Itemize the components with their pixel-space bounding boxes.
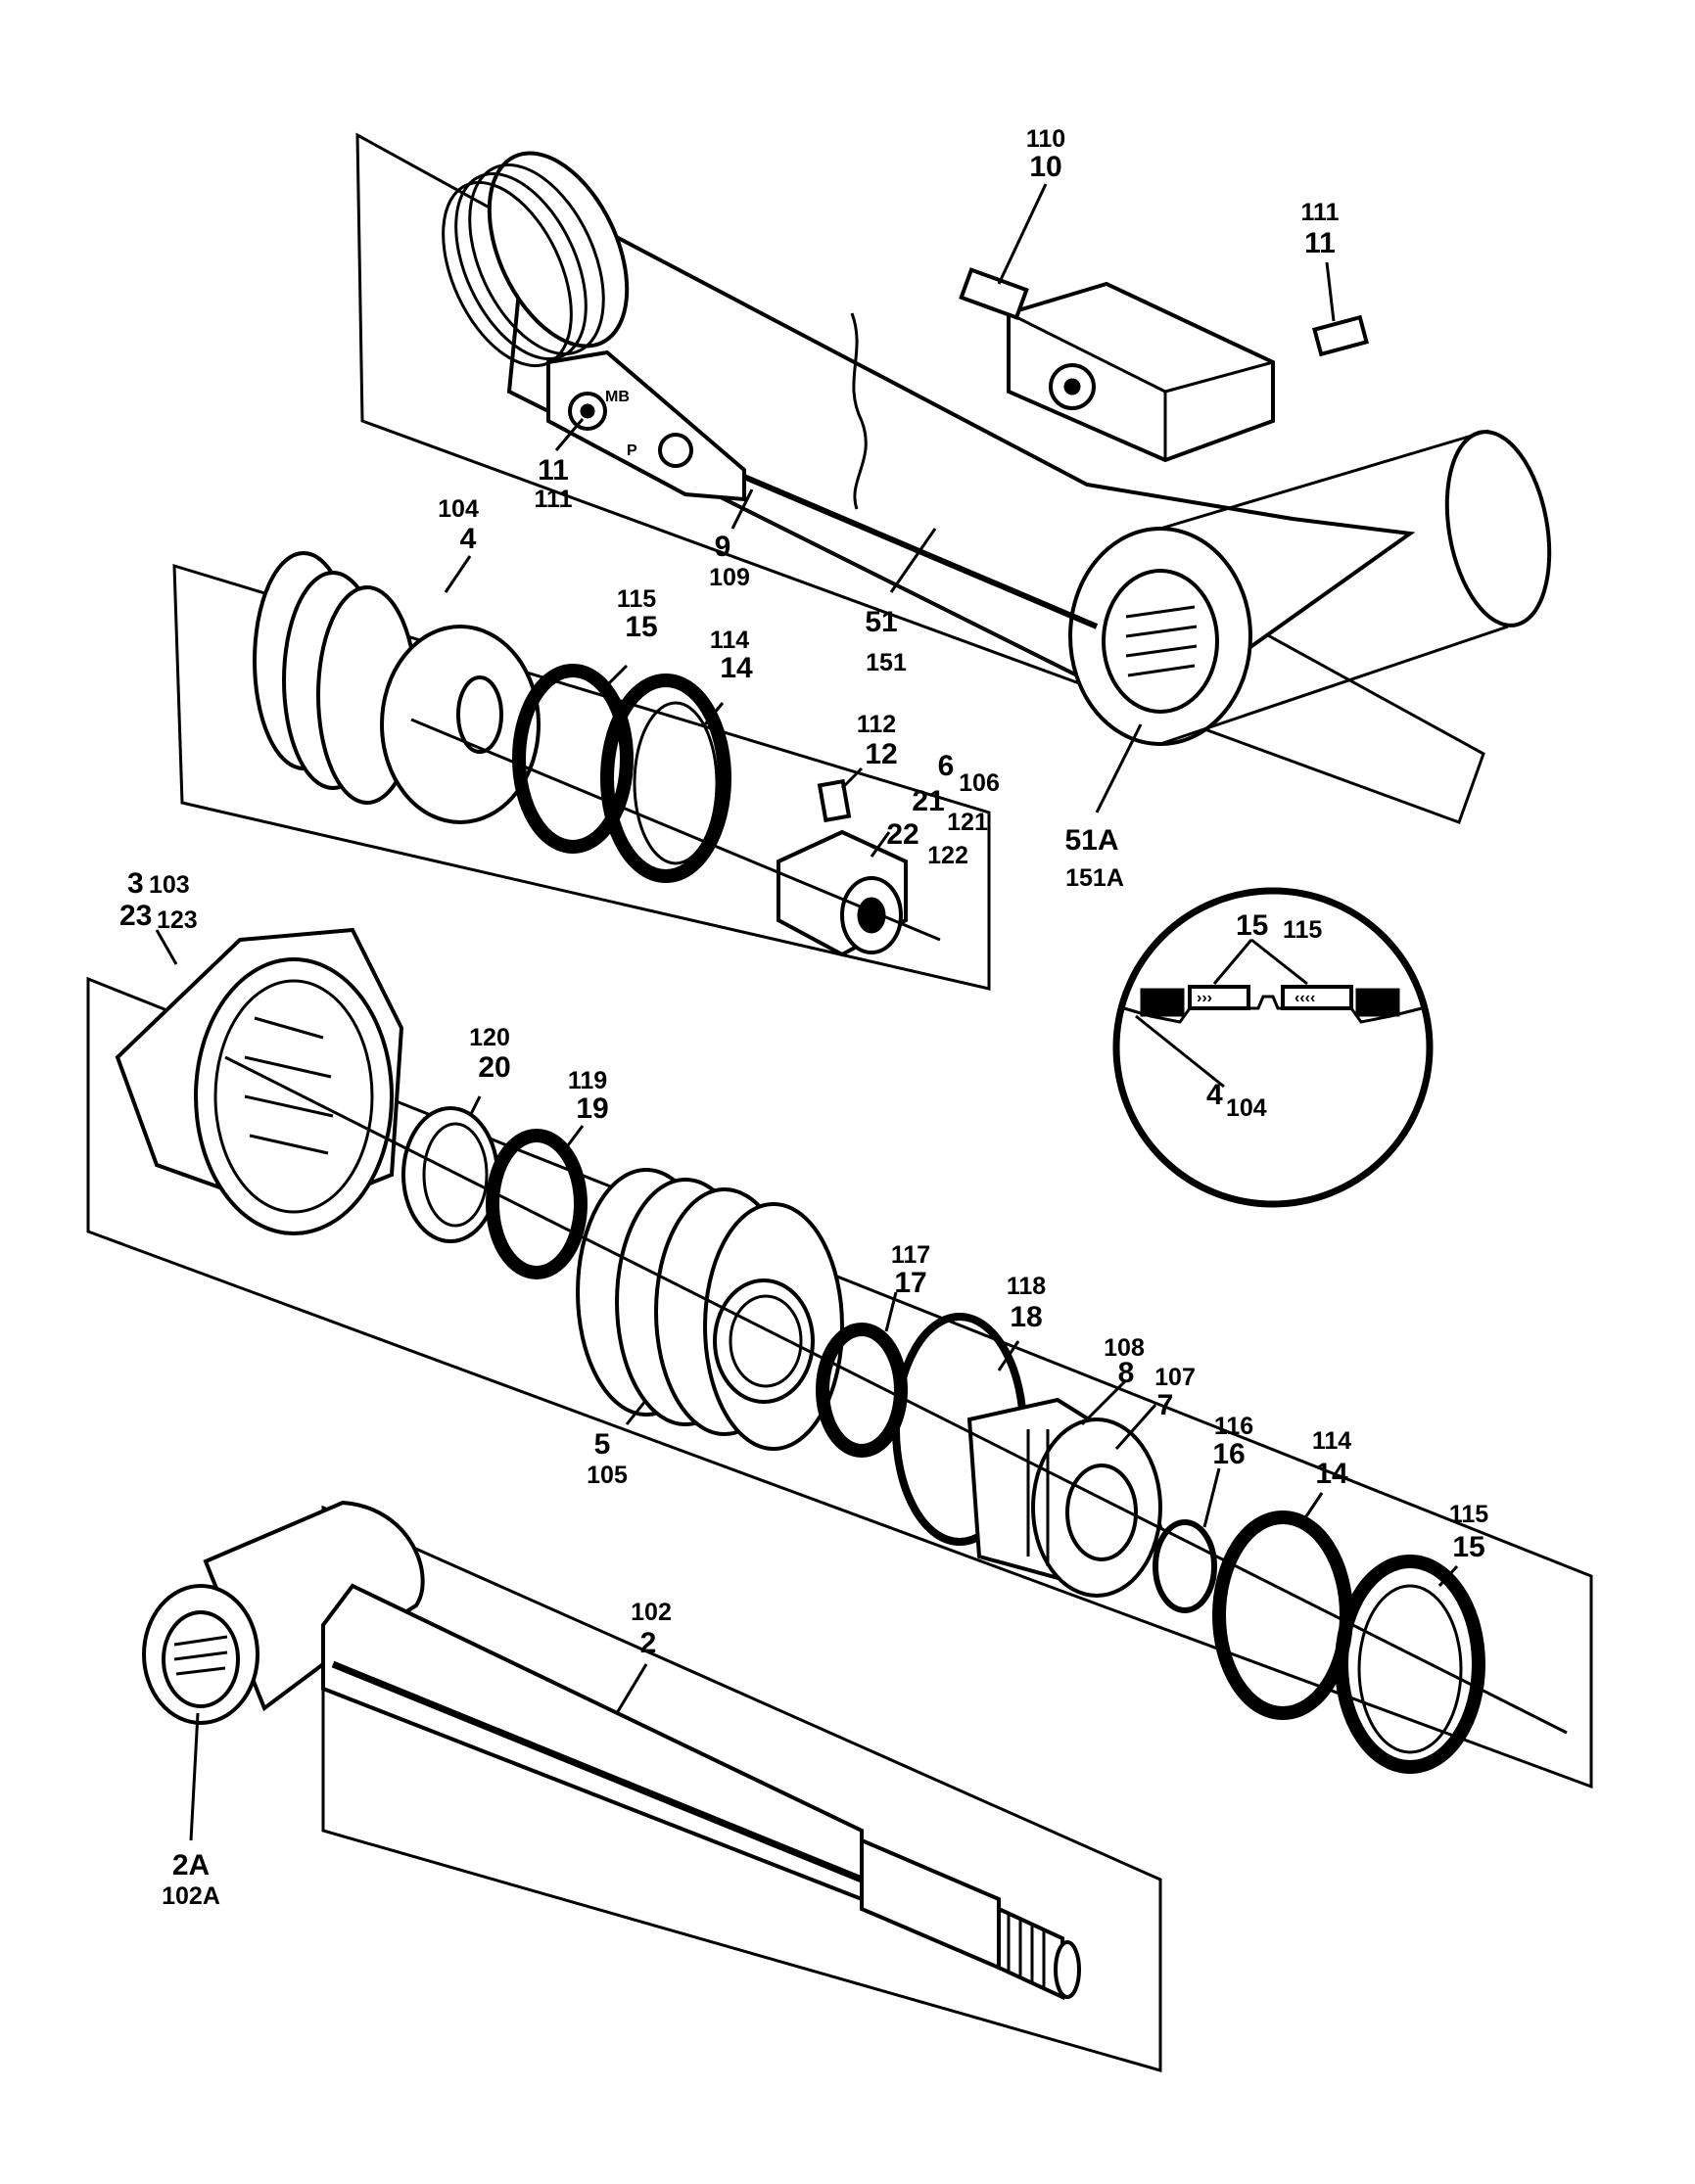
upper-axis-line	[410, 718, 941, 942]
callout-111-line2: 11	[1304, 227, 1336, 259]
callout-115-lower-line1: 115	[1449, 1501, 1488, 1528]
callout-detail-4: 4	[1206, 1079, 1223, 1111]
seal-19	[486, 1129, 588, 1279]
valve-block	[959, 267, 1275, 463]
callout-108-line1: 108	[1104, 1334, 1145, 1362]
callout-115-lower-line2: 15	[1452, 1531, 1484, 1563]
callout-6-line1: 6	[938, 750, 955, 782]
callout-120-line1: 120	[469, 1024, 510, 1051]
leader-lines	[155, 183, 1459, 1841]
callout-2a-line1: 2A	[172, 1849, 210, 1882]
callout-112-line2: 12	[865, 738, 897, 770]
callout-116-line1: 116	[1214, 1413, 1253, 1440]
plug-11	[1312, 314, 1369, 357]
wear-ring-14-upper	[600, 674, 731, 883]
port-mark-mb: MB	[605, 389, 630, 405]
cylinder-head-23	[115, 927, 404, 1235]
callout-111-line1: 111	[1301, 199, 1340, 226]
callout-117-line1: 117	[891, 1241, 930, 1269]
callout-9-line2: 109	[709, 564, 750, 591]
svg-text:›››: ›››	[1197, 990, 1212, 1006]
set-screw-12	[817, 778, 852, 823]
svg-text:‹‹‹‹: ‹‹‹‹	[1295, 990, 1315, 1006]
callout-114-line1: 114	[710, 627, 749, 654]
callout-2a-line2: 102A	[162, 1882, 220, 1910]
port-mark-p: P	[627, 442, 637, 459]
port-manifold: MB P	[546, 349, 746, 502]
callout-6-line2: 106	[959, 769, 1000, 797]
callout-3-line2: 103	[149, 871, 190, 899]
callout-110-line2: 10	[1029, 151, 1061, 183]
callout-114-lower-line2: 14	[1315, 1458, 1348, 1490]
piston-7	[966, 1397, 1163, 1598]
callout-114-line2: 14	[720, 652, 753, 684]
callout-118-line1: 118	[1007, 1273, 1046, 1300]
callout-11-line2: 111	[535, 486, 573, 513]
callout-21-line1: 21	[912, 785, 944, 817]
piston-5	[576, 1168, 844, 1451]
lower-assembly-panel	[86, 976, 1593, 1789]
lower-axis-line	[224, 1055, 1568, 1735]
callout-117-line2: 17	[894, 1267, 926, 1299]
ring-20	[401, 1106, 499, 1243]
callout-51-line1: 51	[865, 606, 897, 638]
callout-115-line2: 15	[625, 611, 657, 643]
callout-51-line2: 151	[866, 649, 907, 676]
o-ring-16	[1153, 1519, 1217, 1613]
callout-3-line1: 3	[127, 867, 144, 900]
callout-labels: 110 10 111 11 11 111 9 109 51 151 104 4 …	[119, 125, 1488, 1910]
cylinder-barrel	[442, 151, 1552, 746]
piston-4	[253, 551, 541, 824]
callout-51a-line2: 151A	[1065, 864, 1124, 892]
callout-115-line1: 115	[617, 585, 656, 613]
piston-rod-2	[142, 1500, 1081, 2001]
seal-15-upper	[512, 664, 634, 854]
callout-116-line2: 16	[1212, 1438, 1245, 1470]
callout-102-line2: 2	[640, 1627, 657, 1659]
callout-107-line2: 7	[1157, 1389, 1174, 1421]
callout-detail-115: 115	[1283, 916, 1322, 944]
callout-119-line1: 119	[568, 1067, 607, 1094]
callout-5-line1: 5	[594, 1428, 611, 1461]
callout-119-line2: 19	[576, 1092, 608, 1125]
hex-nut-22	[777, 829, 908, 957]
callout-5-line2: 105	[587, 1462, 628, 1489]
detail-circle: ››› ‹‹‹‹	[1112, 887, 1434, 1208]
wear-ring-14-lower	[1212, 1510, 1353, 1720]
callout-104-line2: 4	[460, 523, 477, 555]
seal-15-lower	[1335, 1555, 1485, 1774]
callout-102-line1: 102	[631, 1599, 672, 1626]
callout-22-line1: 22	[886, 818, 918, 851]
callout-21-line2: 121	[947, 809, 988, 836]
rod-panel	[321, 1505, 1162, 2072]
callout-104-line1: 104	[438, 495, 479, 523]
callout-114-lower-line1: 114	[1312, 1427, 1351, 1455]
callout-23-line1: 23	[119, 900, 152, 932]
callout-110-line1: 110	[1026, 125, 1065, 153]
callout-118-line2: 18	[1010, 1301, 1042, 1333]
callout-23-line2: 123	[157, 906, 198, 934]
callout-11-line1: 11	[538, 454, 569, 487]
callout-120-line2: 20	[478, 1051, 510, 1084]
callout-108-line2: 8	[1118, 1357, 1135, 1389]
callout-detail-104: 104	[1226, 1094, 1267, 1122]
callout-51a-line1: 51A	[1064, 824, 1118, 857]
callout-107-line1: 107	[1154, 1364, 1196, 1391]
callout-detail-15: 15	[1236, 909, 1268, 942]
callout-22-line2: 122	[927, 842, 968, 869]
callout-112-line1: 112	[857, 711, 896, 738]
callout-9-line1: 9	[715, 531, 731, 563]
